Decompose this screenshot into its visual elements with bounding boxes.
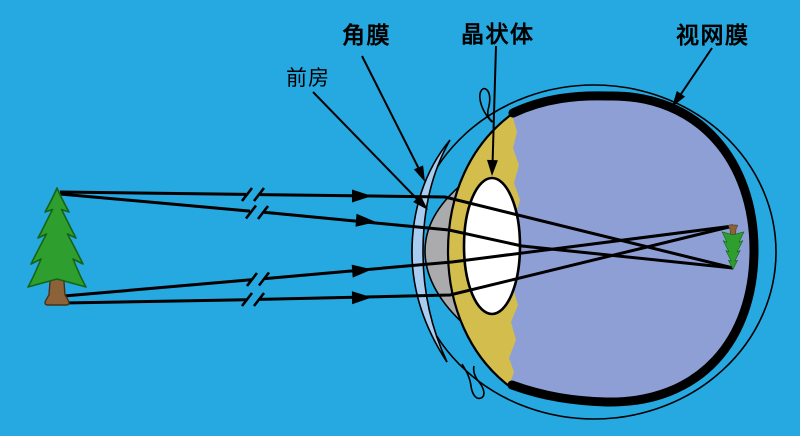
cornea-leader-line (361, 55, 421, 172)
ray-3-arrowhead (351, 264, 372, 278)
lens-leader-line (491, 45, 497, 163)
conjunctiva-loop-top (479, 87, 494, 123)
ray-4-break-mark (240, 292, 266, 307)
ray-2-break-mark (244, 204, 270, 220)
label-leaders (312, 45, 713, 210)
eyeball-front-outline (446, 113, 513, 387)
ray-3 (63, 224, 734, 298)
lens-label: 晶状体 (461, 21, 535, 47)
ray-4-arrowhead (351, 291, 372, 305)
ray-3-break-mark (245, 271, 271, 287)
retina-leader-line (678, 47, 713, 98)
lens-shape (462, 176, 522, 316)
conjunctiva-loop-bottom (461, 363, 485, 400)
ray-2-arrowhead (355, 213, 376, 227)
ray-1 (59, 190, 734, 270)
anterior-chamber-label: 前房 (286, 67, 330, 90)
ray-4 (63, 224, 734, 305)
retina-leader-arrowhead (672, 91, 686, 107)
cornea-label: 角膜 (342, 22, 391, 48)
ray-1-break-mark (240, 187, 266, 202)
retina-band (507, 91, 759, 407)
light-rays (59, 187, 734, 307)
cornea-leader-arrowhead (413, 165, 425, 182)
lens-leader-arrowhead (487, 159, 498, 176)
ray-1-arrowhead (352, 189, 372, 203)
retina-label: 视网膜 (676, 22, 750, 48)
anterior-chamber-leader-line (312, 91, 419, 201)
anterior-chamber-leader-arrowhead (413, 195, 428, 210)
